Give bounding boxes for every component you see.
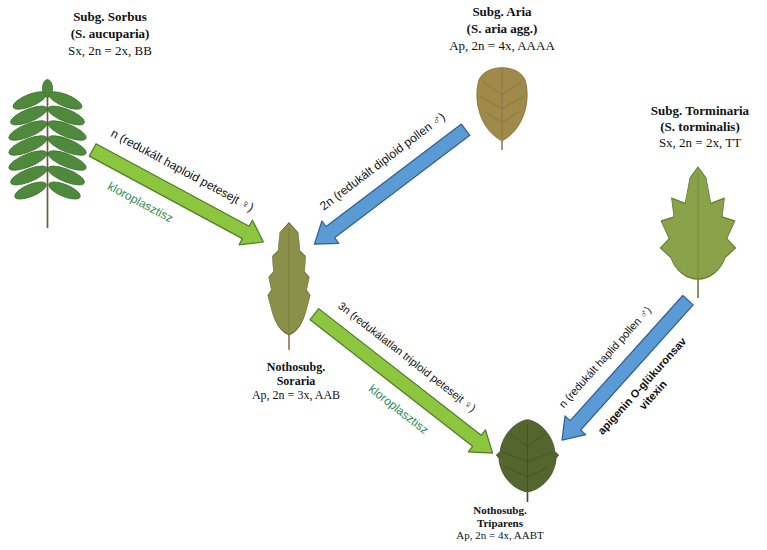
taxon-detail: Ap, 2n = 4x, AABT xyxy=(456,529,543,542)
taxon-caption: Subg. Aria(S. aria agg.)Ap, 2n = 4x, AAA… xyxy=(449,3,555,54)
taxon-node: Subg. Torminaria(S. torminalis)Sx, 2n = … xyxy=(658,163,738,298)
whitebeam-leaf xyxy=(468,58,536,150)
taxon-detail: Ap, 2n = 4x, AAAA xyxy=(449,37,555,54)
triparens-leaf xyxy=(495,418,560,502)
block-arrow xyxy=(310,309,493,454)
taxon-node: Subg. Aria(S. aria agg.)Ap, 2n = 4x, AAA… xyxy=(468,58,536,150)
block-arrow xyxy=(314,124,469,244)
taxon-name: Nothosubg. Soraria xyxy=(267,360,325,388)
taxon-detail: (S. aria agg.) xyxy=(449,20,555,37)
taxon-node: Nothosubg. TriparensAp, 2n = 4x, AABT xyxy=(495,418,560,502)
taxon-detail: (S. aucuparia) xyxy=(68,25,152,42)
taxon-caption: Subg. Sorbus(S. aucuparia)Sx, 2n = 2x, B… xyxy=(68,8,152,59)
taxon-detail: (S. torminalis) xyxy=(651,119,749,135)
block-arrow xyxy=(562,296,693,441)
taxon-detail: Ap, 2n = 3x, AAB xyxy=(252,388,340,402)
taxon-detail: Sx, 2n = 2x, TT xyxy=(651,135,749,151)
taxon-name: Nothosubg. Triparens xyxy=(473,504,527,529)
taxon-node: Nothosubg. SorariaAp, 2n = 3x, AAB xyxy=(266,220,312,350)
soraria-leaf xyxy=(266,220,312,350)
service-tree-leaf xyxy=(658,163,738,298)
taxon-name: Subg. Torminaria xyxy=(651,103,749,119)
taxon-name: Subg. Aria xyxy=(449,3,555,20)
rowan-leaf xyxy=(5,78,90,228)
taxon-name: Subg. Sorbus xyxy=(68,8,152,25)
taxon-caption: Subg. Torminaria(S. torminalis)Sx, 2n = … xyxy=(651,103,749,151)
taxon-detail: Sx, 2n = 2x, BB xyxy=(68,42,152,59)
taxon-node: Subg. Sorbus(S. aucuparia)Sx, 2n = 2x, B… xyxy=(5,78,90,228)
taxon-caption: Nothosubg. SorariaAp, 2n = 3x, AAB xyxy=(252,360,340,402)
taxon-caption: Nothosubg. TriparensAp, 2n = 4x, AABT xyxy=(456,504,543,542)
